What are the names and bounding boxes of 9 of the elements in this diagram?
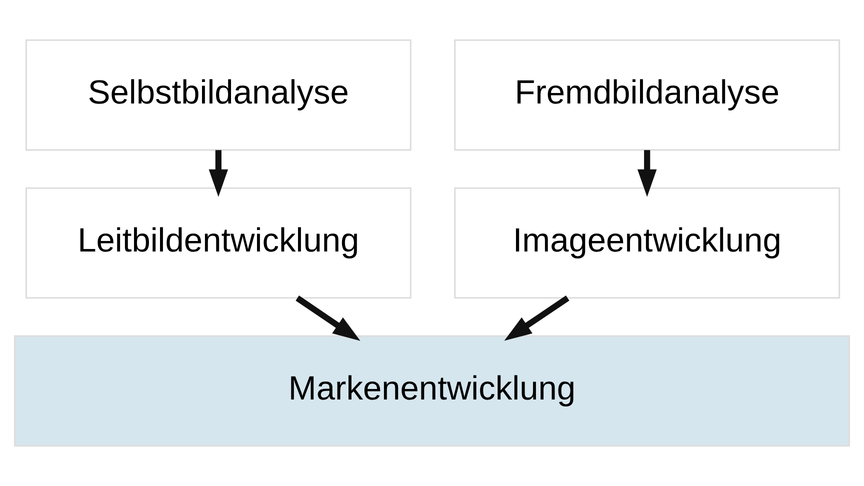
node-box: Markenentwicklung [14,335,850,447]
arrow [637,150,657,197]
arrow [296,296,360,341]
node-box: Selbstbildanalyse [25,39,412,151]
arrow [208,150,228,197]
arrow [504,296,570,341]
node-box: Fremdbildanalyse [454,39,840,151]
node-box: Leitbildentwicklung [25,187,412,299]
node-box: Imageentwicklung [454,187,840,299]
